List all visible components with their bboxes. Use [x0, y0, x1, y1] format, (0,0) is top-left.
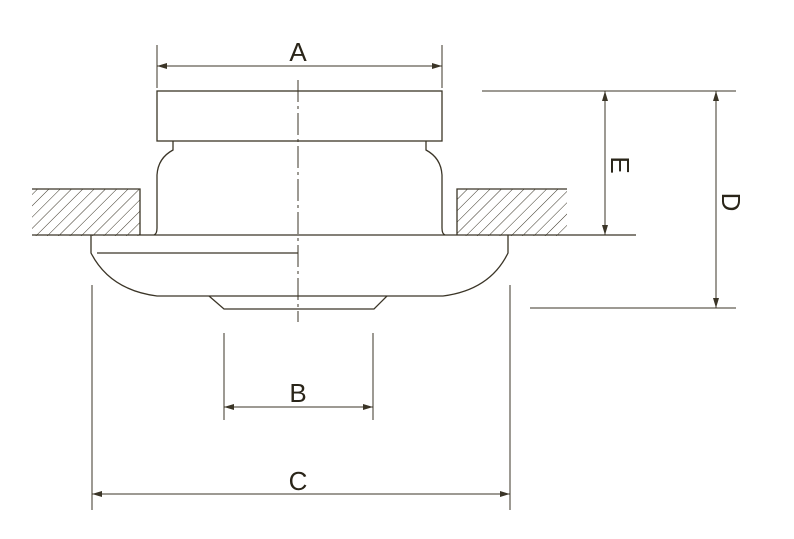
dimension-d: D [530, 91, 746, 309]
label-d: D [716, 193, 746, 212]
dimension-b: B [223, 333, 374, 420]
part-boss [208, 295, 388, 310]
part-head [156, 90, 443, 142]
dimension-e: E [482, 90, 736, 235]
plate-right [456, 188, 567, 236]
dimension-c: C [91, 285, 511, 510]
label-b: B [289, 378, 306, 408]
part-flange [90, 235, 509, 297]
plate-left [32, 188, 141, 236]
label-c: C [289, 466, 308, 496]
label-a: A [289, 37, 307, 67]
dimension-a: A [156, 37, 443, 88]
part-neck [153, 141, 446, 236]
label-e: E [605, 156, 635, 173]
